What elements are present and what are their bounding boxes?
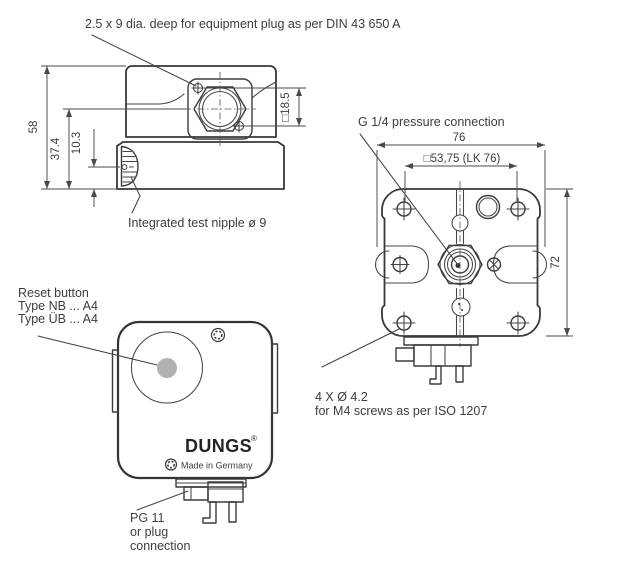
dim-18-5-label: □18.5 [280, 92, 292, 121]
flange-right-channel [492, 245, 548, 284]
registered-mark: ® [251, 434, 257, 443]
dim-58-label: 58 [28, 121, 40, 134]
test-nipple [120, 145, 139, 187]
test-nipple-leader [130, 176, 141, 214]
reset-note-line2: Type NB ... A4 [18, 299, 98, 313]
gland-note-line3: connection [130, 539, 191, 553]
mounting-hole-bottom-right [506, 311, 530, 335]
dim-53-75: □53,75 (LK 76) [404, 153, 518, 201]
test-nipple-note: Integrated test nipple ø 9 [128, 216, 266, 230]
flange-view: 76 □53,75 (LK 76) 72 G 1/4 pressure conn… [315, 115, 573, 418]
made-in-germany-gear-icon [164, 458, 178, 471]
dim-72-label: 72 [550, 256, 562, 269]
mounting-hole-bottom-left [392, 311, 416, 335]
dim-10-3-label: 10.3 [71, 132, 83, 154]
right-side-tab [271, 343, 279, 414]
flange-cable-entry [395, 336, 479, 385]
screw-holes-note-line2: for M4 screws as per ISO 1207 [315, 404, 487, 418]
side-upper-housing [125, 65, 277, 138]
screw-holes-note-line1: 4 X Ø 4.2 [315, 390, 368, 404]
equipment-plug-note: 2.5 x 9 dia. deep for equipment plug as … [85, 17, 401, 31]
screw-holes-leader [321, 328, 400, 368]
din-plug-hex-nut [193, 86, 247, 132]
reset-button-leader [37, 335, 158, 366]
equipment-plug-leader [91, 34, 197, 87]
lower-port [451, 297, 471, 317]
reset-note-line1: Reset button [18, 286, 89, 300]
dim-72: 72 [546, 188, 573, 337]
dim-37-4-label: 37.4 [50, 137, 62, 160]
dim-76-label: 76 [453, 132, 466, 144]
front-cable-entry [175, 478, 247, 524]
din-plug-centerlines [184, 72, 256, 146]
right-screw [486, 257, 502, 272]
dim-53-75-label: □53,75 (LK 76) [424, 153, 501, 165]
side-contour-left [125, 93, 185, 105]
dim-18-5: □18.5 [203, 87, 306, 127]
reset-button [157, 358, 177, 378]
test-nipple-hole [121, 164, 128, 170]
front-view: DUNGS ® Made in Germany Reset button Typ… [18, 286, 279, 553]
flange-outline [381, 188, 541, 337]
side-view: 58 37.4 10.3 □18.5 2.5 x 9 dia. deep for… [28, 17, 401, 230]
pressure-connection-leader [359, 133, 459, 266]
dim-10-3: 10.3 [71, 129, 120, 207]
pressure-connection-note: G 1/4 pressure connection [358, 115, 505, 129]
dim-37-4: 37.4 [50, 108, 187, 189]
din-plug-screw-top [191, 81, 205, 95]
dungs-logo: DUNGS [185, 436, 252, 456]
center-rib-lines [455, 188, 465, 337]
side-contour-right [251, 81, 277, 99]
gland-leader [136, 490, 189, 511]
mounting-hole-top-left [392, 197, 416, 221]
made-in-germany-label: Made in Germany [181, 461, 253, 471]
gland-note-line1: PG 11 [130, 511, 165, 525]
left-side-tab [111, 349, 119, 413]
cover-screw-icon [210, 327, 226, 343]
reset-button-ring [130, 331, 204, 404]
dim-76: 76 [376, 132, 546, 247]
left-screw [390, 254, 410, 275]
dim-58: 58 [28, 65, 126, 190]
din-plug-screw-bottom [232, 119, 246, 133]
flange-left-channel [374, 245, 430, 284]
side-lower-housing [116, 141, 285, 190]
mounting-hole-top-right [506, 197, 530, 221]
reset-note-line3: Type ÜB ... A4 [18, 312, 98, 326]
gland-note-line2: or plug [130, 525, 168, 539]
vent-opening [475, 194, 501, 220]
